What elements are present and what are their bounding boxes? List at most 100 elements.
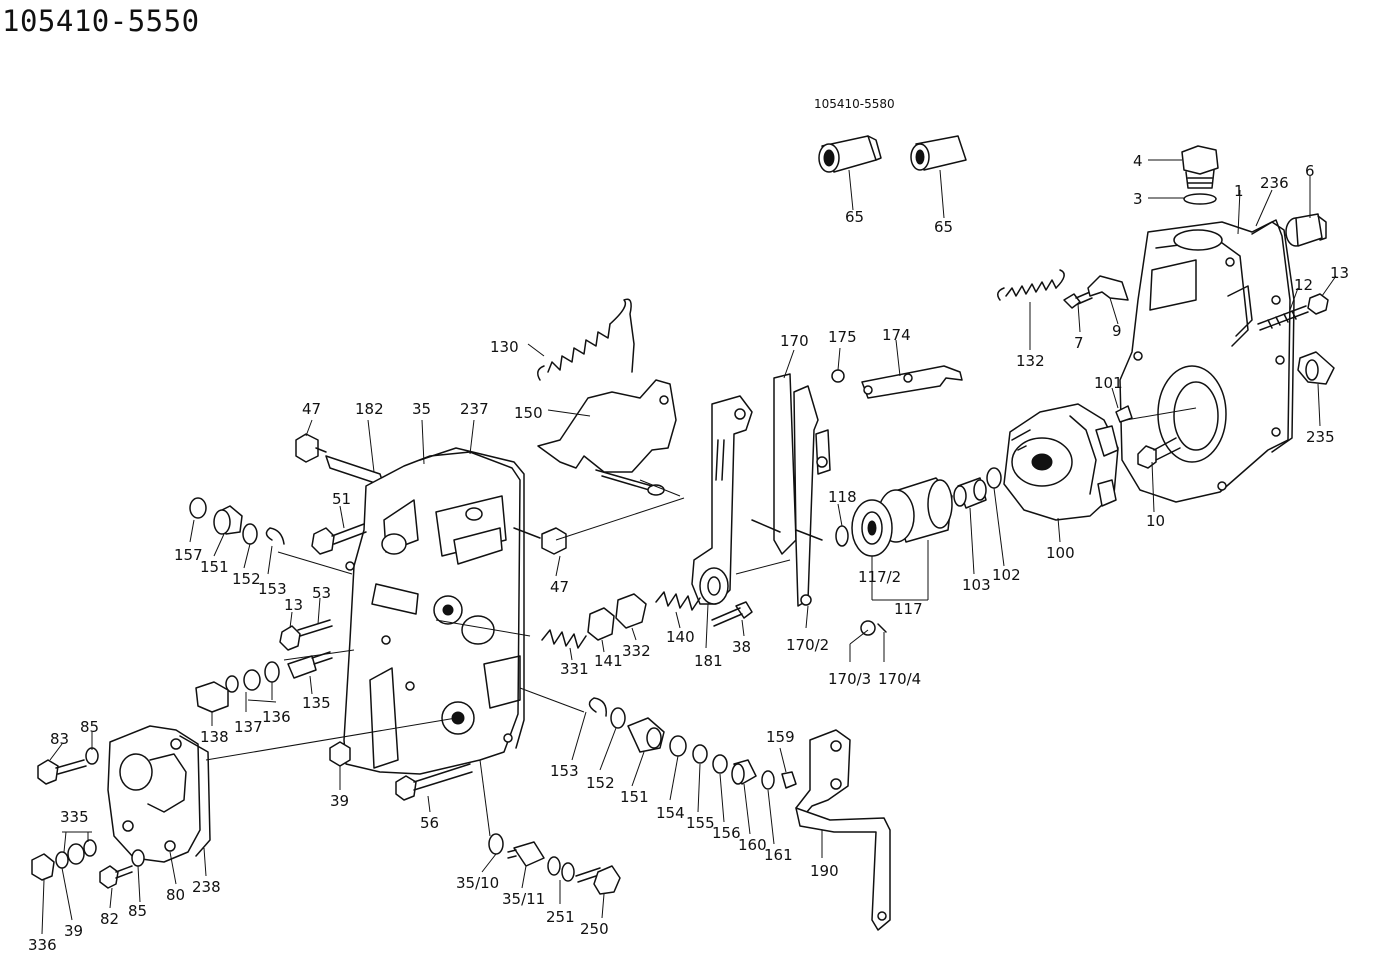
clip-170-3 [860, 620, 887, 636]
part-label-118: 118 [828, 488, 857, 506]
nut-335 [67, 843, 85, 865]
link-174 [861, 365, 963, 399]
cap-235 [1297, 351, 1335, 385]
part-label-6: 6 [1305, 162, 1315, 180]
part-label-159: 159 [766, 728, 795, 746]
part-label-1: 1 [1234, 182, 1244, 200]
part-label-141: 141 [594, 652, 623, 670]
bearing-117-2 [851, 499, 893, 557]
washer-155 [692, 744, 708, 764]
washer-161 [761, 770, 775, 790]
washer-335b [83, 839, 97, 857]
part-label-235: 235 [1306, 428, 1335, 446]
part-label-35-10: 35/10 [456, 874, 499, 892]
part-labels: 105410-5580 65 65 4 3 1 236 6 12 13 132 … [28, 97, 1349, 954]
part-label-331: 331 [560, 660, 589, 678]
part-label-182: 182 [355, 400, 384, 418]
part-label-170-4: 170/4 [878, 670, 921, 688]
washer-35-10 [488, 833, 504, 855]
ring-136 [264, 661, 280, 683]
spring-331 [541, 629, 587, 649]
part-label-140: 140 [666, 628, 695, 646]
washer-154 [669, 735, 687, 757]
part-label-336: 336 [28, 936, 57, 954]
lever-170 [751, 373, 831, 607]
part-label-4: 4 [1133, 152, 1143, 170]
subassembly-number: 105410-5580 [814, 97, 895, 111]
screw-53 [297, 619, 333, 637]
part-label-170: 170 [780, 332, 809, 350]
part-label-65a: 65 [845, 208, 864, 226]
sleeve-160 [731, 759, 757, 785]
washer-157 [189, 497, 207, 519]
part-label-117-2: 117/2 [858, 568, 901, 586]
part-label-53: 53 [312, 584, 331, 602]
circlip-153-right [588, 697, 607, 717]
cover-80 [107, 725, 201, 863]
part-label-151-left: 151 [200, 558, 229, 576]
nut-13-left [279, 625, 301, 651]
part-label-151-right: 151 [620, 788, 649, 806]
part-label-3: 3 [1133, 190, 1143, 208]
washer-118 [835, 525, 849, 547]
ring-152-right [610, 707, 626, 729]
ring-137 [243, 669, 261, 691]
part-label-39-mid: 39 [330, 792, 349, 810]
part-label-150: 150 [514, 404, 543, 422]
part-label-251: 251 [546, 908, 575, 926]
part-label-117: 117 [894, 600, 923, 618]
part-label-335: 335 [60, 808, 89, 826]
part-label-174: 174 [882, 326, 911, 344]
part-label-13-right: 13 [1330, 264, 1349, 282]
part-label-238: 238 [192, 878, 221, 896]
part-label-38: 38 [732, 638, 751, 656]
sleeve-65-left [818, 135, 882, 173]
part-label-12: 12 [1294, 276, 1313, 294]
part-label-85-top: 85 [80, 718, 99, 736]
lever-181 [691, 395, 753, 605]
lever-190 [795, 729, 891, 931]
ring-152-left [242, 523, 258, 545]
part-label-100: 100 [1046, 544, 1075, 562]
part-label-170-2: 170/2 [786, 636, 829, 654]
gasket-238 [179, 735, 211, 857]
screw-35-11 [507, 841, 545, 867]
part-label-56: 56 [420, 814, 439, 832]
washer-156 [712, 754, 728, 774]
nut-332 [615, 593, 647, 629]
part-label-35-11: 35/11 [502, 890, 545, 908]
part-label-155: 155 [686, 814, 715, 832]
part-label-82: 82 [100, 910, 119, 928]
bushing-151-left [213, 505, 243, 535]
part-label-137: 137 [234, 718, 263, 736]
gasket-236 [1251, 221, 1295, 453]
bolt-7 [1063, 291, 1093, 309]
part-label-132: 132 [1016, 352, 1045, 370]
part-label-101: 101 [1094, 374, 1123, 392]
part-label-102: 102 [992, 566, 1021, 584]
part-label-7: 7 [1074, 334, 1084, 352]
bolt-250 [575, 865, 621, 895]
part-label-157: 157 [174, 546, 203, 564]
key-159 [781, 771, 797, 789]
bolt-47-top [295, 433, 327, 463]
lever-150 [537, 379, 677, 496]
screw-135 [287, 651, 333, 679]
cap-nut-336 [31, 853, 55, 881]
part-label-65b: 65 [934, 218, 953, 236]
part-label-153-left: 153 [258, 580, 287, 598]
pin-101 [1115, 405, 1133, 423]
bolt-51 [311, 523, 367, 555]
part-label-152-left: 152 [232, 570, 261, 588]
part-label-47-mid: 47 [550, 578, 569, 596]
gasket-237 [419, 447, 525, 749]
cap-nut-138 [195, 681, 229, 713]
nut-13-right [1307, 293, 1329, 315]
part-label-153-right: 153 [550, 762, 579, 780]
washer-251a [547, 856, 561, 876]
bolt-10 [1137, 437, 1181, 469]
part-label-138: 138 [200, 728, 229, 746]
part-label-152-right: 152 [586, 774, 615, 792]
part-label-161: 161 [764, 846, 793, 864]
